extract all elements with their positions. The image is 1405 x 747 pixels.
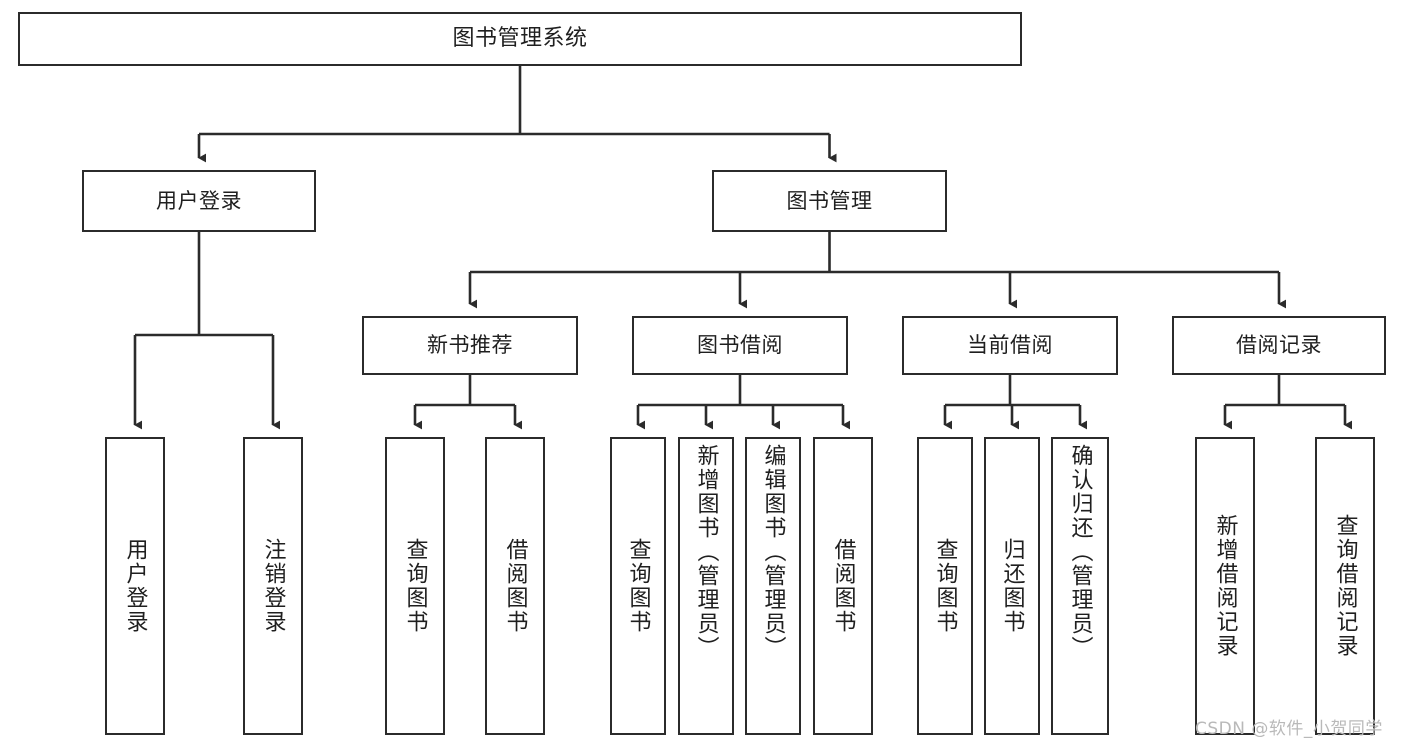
- node-user-login[interactable]: 用户登录: [82, 170, 316, 232]
- node-label: 注销登录: [260, 538, 286, 634]
- node-leaf-add-record[interactable]: 新增借阅记录: [1195, 437, 1255, 735]
- node-label: 图书管理: [786, 188, 873, 213]
- node-new-book-rec[interactable]: 新书推荐: [362, 316, 578, 375]
- node-current-borrow[interactable]: 当前借阅: [902, 316, 1118, 375]
- csdn-watermark: CSDN @软件_小贺同学: [1195, 719, 1383, 739]
- node-leaf-query-book-1[interactable]: 查询图书: [385, 437, 445, 735]
- node-label: 借阅图书: [830, 538, 856, 634]
- node-leaf-query-record[interactable]: 查询借阅记录: [1315, 437, 1375, 735]
- edge-bus-root: [199, 66, 830, 136]
- edge-bus-book-manage: [470, 232, 1279, 274]
- edge-bus-new-book-rec: [415, 375, 515, 407]
- node-label: 新增图书（管理员）: [693, 444, 719, 660]
- node-label: 用户登录: [122, 538, 148, 634]
- node-leaf-borrow-book-2[interactable]: 借阅图书: [813, 437, 873, 735]
- node-label: 借阅记录: [1236, 333, 1322, 358]
- node-leaf-logout[interactable]: 注销登录: [243, 437, 303, 735]
- node-leaf-query-book-2[interactable]: 查询图书: [610, 437, 666, 735]
- edge-bus-current-borrow: [945, 375, 1080, 407]
- node-root[interactable]: 图书管理系统: [18, 12, 1022, 66]
- node-leaf-user-login[interactable]: 用户登录: [105, 437, 165, 735]
- node-label: 新增借阅记录: [1212, 514, 1238, 658]
- node-leaf-edit-book[interactable]: 编辑图书（管理员）: [745, 437, 801, 735]
- node-book-manage[interactable]: 图书管理: [712, 170, 947, 232]
- edge-bus-book-borrow: [638, 375, 843, 407]
- node-leaf-borrow-book-1[interactable]: 借阅图书: [485, 437, 545, 735]
- node-label: 图书借阅: [697, 333, 783, 358]
- node-label: 确认归还（管理员）: [1067, 444, 1093, 660]
- node-label: 查询图书: [402, 538, 428, 634]
- node-leaf-query-book-3[interactable]: 查询图书: [917, 437, 973, 735]
- node-label: 借阅图书: [502, 538, 528, 634]
- node-label: 查询图书: [932, 538, 958, 634]
- edge-bus-borrow-record: [1225, 375, 1345, 407]
- node-label: 查询借阅记录: [1332, 514, 1358, 658]
- edge-bus-user-login: [135, 232, 273, 337]
- node-leaf-add-book[interactable]: 新增图书（管理员）: [678, 437, 734, 735]
- node-label: 用户登录: [156, 188, 242, 213]
- node-borrow-record[interactable]: 借阅记录: [1172, 316, 1386, 375]
- node-label: 图书管理系统: [452, 26, 588, 52]
- node-leaf-return-book[interactable]: 归还图书: [984, 437, 1040, 735]
- node-label: 新书推荐: [427, 333, 513, 358]
- node-leaf-confirm-return[interactable]: 确认归还（管理员）: [1051, 437, 1109, 735]
- node-label: 归还图书: [999, 538, 1025, 634]
- node-book-borrow[interactable]: 图书借阅: [632, 316, 848, 375]
- node-label: 编辑图书（管理员）: [760, 444, 786, 660]
- node-label: 查询图书: [625, 538, 651, 634]
- node-label: 当前借阅: [967, 333, 1053, 358]
